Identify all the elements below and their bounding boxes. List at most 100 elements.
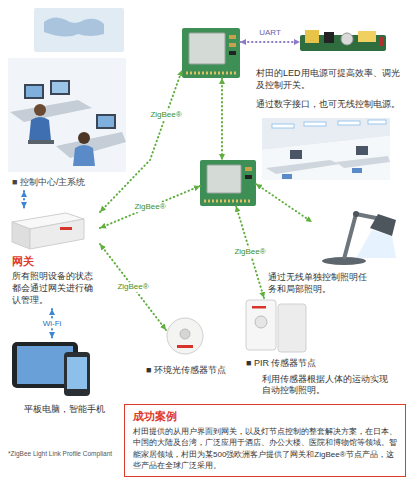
tablet-phone-illustration	[67, 357, 87, 389]
gateway-illustration	[60, 227, 72, 230]
led-driver-illustration	[305, 30, 319, 43]
led-driver-illustration	[358, 31, 376, 42]
node-caption: 村田的LED用电源可提高效率、调光及控制开关。	[256, 68, 406, 91]
pir-sensor-illustration	[246, 300, 276, 350]
zigbee-module-illustration	[182, 28, 240, 78]
ambient-light-sensor-illustration	[167, 318, 203, 354]
ambient-light-sensor-illustration	[177, 345, 193, 348]
node-caption: 平板电脑，智能手机	[24, 404, 124, 416]
tablet-phone-illustration	[12, 342, 90, 396]
node-caption: ■ 控制中心/主系统	[12, 177, 128, 189]
wireless-link-arrow	[240, 41, 300, 43]
illustrated-node: ■ 控制中心/主系统	[6, 4, 130, 191]
control-center-illustration	[34, 104, 46, 116]
node-caption: ■ PIR 传感器节点	[246, 358, 386, 370]
office-lighting-illustration	[368, 120, 386, 124]
node-body-text: 利用传感器根据人体的运动实现自动控制照明。	[262, 374, 392, 396]
ambient-light-sensor-illustration	[167, 318, 203, 354]
zigbee-module-illustration	[245, 167, 252, 171]
wireless-link-arrow	[221, 78, 223, 160]
illustrated-node: ■ PIR 传感器节点利用传感器根据人体的运动实现自动控制照明。	[244, 298, 308, 354]
control-center-illustration	[44, 17, 104, 36]
wireless-link-arrow	[100, 186, 200, 228]
zigbee-module-illustration	[200, 160, 256, 206]
node-caption: 成功案例	[133, 409, 397, 423]
control-center-illustration	[50, 80, 70, 95]
link-label: ZigBee®	[132, 202, 167, 212]
illustrated-node: 成功案例村田提供的从用户界面到网关，以及灯节点控制的整套解决方案，在日本、中国的…	[124, 404, 406, 477]
illustrated-node: 通过无线单独控制照明任务和局部照明。	[312, 192, 396, 266]
wireless-link-arrow	[100, 244, 166, 330]
node-body-text: 通过数字接口，也可无线控制电源。	[256, 99, 406, 111]
office-lighting-illustration	[336, 156, 390, 168]
desk-lamp-illustration	[353, 211, 359, 217]
control-center-illustration	[8, 58, 126, 172]
wireless-link-arrow	[23, 191, 25, 208]
zigbee-module-illustration	[182, 28, 240, 78]
office-lighting-illustration	[266, 160, 340, 174]
control-center-illustration	[34, 8, 124, 52]
office-lighting-illustration	[356, 146, 368, 155]
illustrated-node: 平板电脑，智能手机	[10, 338, 94, 398]
pir-sensor-illustration	[255, 316, 267, 328]
gateway-illustration	[30, 219, 84, 249]
control-center-illustration	[28, 140, 54, 144]
control-center-illustration	[26, 86, 42, 97]
office-lighting-illustration	[282, 174, 292, 179]
link-label: Wi-Fi	[41, 319, 64, 329]
control-center-illustration	[52, 82, 68, 93]
zigbee-module-illustration	[229, 51, 236, 55]
office-lighting-illustration	[304, 122, 326, 126]
pir-sensor-illustration	[246, 300, 306, 352]
office-lighting-illustration	[262, 136, 390, 180]
zigbee-module-illustration	[204, 200, 252, 203]
link-label: ZigBee®	[115, 282, 150, 292]
desk-lamp-illustration	[322, 211, 396, 265]
wireless-link-arrow	[100, 70, 182, 212]
gateway-illustration	[12, 222, 30, 249]
control-center-illustration	[73, 145, 95, 166]
control-center-illustration	[98, 116, 114, 127]
office-lighting-illustration	[352, 168, 362, 173]
pir-sensor-illustration	[278, 304, 306, 352]
office-lighting-illustration	[262, 118, 390, 180]
office-lighting-illustration	[272, 124, 294, 128]
link-label: UART	[257, 28, 283, 38]
node-caption: 通过无线单独控制照明任务和局部照明。	[268, 272, 372, 295]
zigbee-module-illustration	[207, 165, 241, 193]
zigbee-module-illustration	[200, 160, 256, 206]
node-body-text: 所有照明设备的状态都会通过网关进行确认管理。	[12, 271, 100, 306]
illustrated-node	[200, 160, 256, 206]
led-driver-illustration	[300, 30, 386, 51]
control-center-illustration	[10, 100, 92, 122]
control-center-illustration	[8, 8, 126, 172]
control-center-illustration	[78, 132, 90, 144]
led-driver-illustration	[379, 37, 383, 46]
node-caption: 网关	[12, 254, 100, 268]
desk-lamp-illustration	[370, 214, 396, 236]
zigbee-module-illustration	[189, 33, 225, 64]
illustrated-node	[182, 28, 240, 78]
control-center-illustration	[24, 84, 44, 99]
node-body-text: 村田提供的从用户界面到网关，以及灯节点控制的整套解决方案，在日本、中国的大陆及台…	[133, 426, 397, 471]
office-lighting-illustration	[338, 121, 360, 125]
ambient-light-sensor-illustration	[180, 329, 190, 339]
wireless-link-arrow	[256, 184, 312, 222]
zigbee-module-illustration	[229, 43, 236, 47]
tablet-phone-illustration	[64, 352, 90, 396]
zigbee-module-illustration	[186, 72, 236, 75]
zigbee-module-illustration	[245, 175, 252, 179]
zigbee-module-illustration	[229, 35, 236, 39]
led-driver-illustration	[341, 33, 353, 45]
footnote: *ZigBee Light Link Profile Compliant	[8, 450, 120, 458]
illustrated-node: 村田的LED用电源可提高效率、调光及控制开关。通过数字接口，也可无线控制电源。	[300, 30, 386, 54]
link-label: ZigBee®	[232, 247, 267, 257]
office-lighting-illustration	[290, 150, 302, 159]
illustrated-node: 网关所有照明设备的状态都会通过网关进行确认管理。	[12, 208, 100, 309]
link-label: ZigBee®	[148, 110, 183, 120]
gateway-illustration	[12, 213, 84, 249]
control-center-illustration	[29, 117, 51, 140]
node-caption: ■ 环境光传感器节点	[146, 365, 262, 377]
control-center-illustration	[96, 114, 116, 129]
